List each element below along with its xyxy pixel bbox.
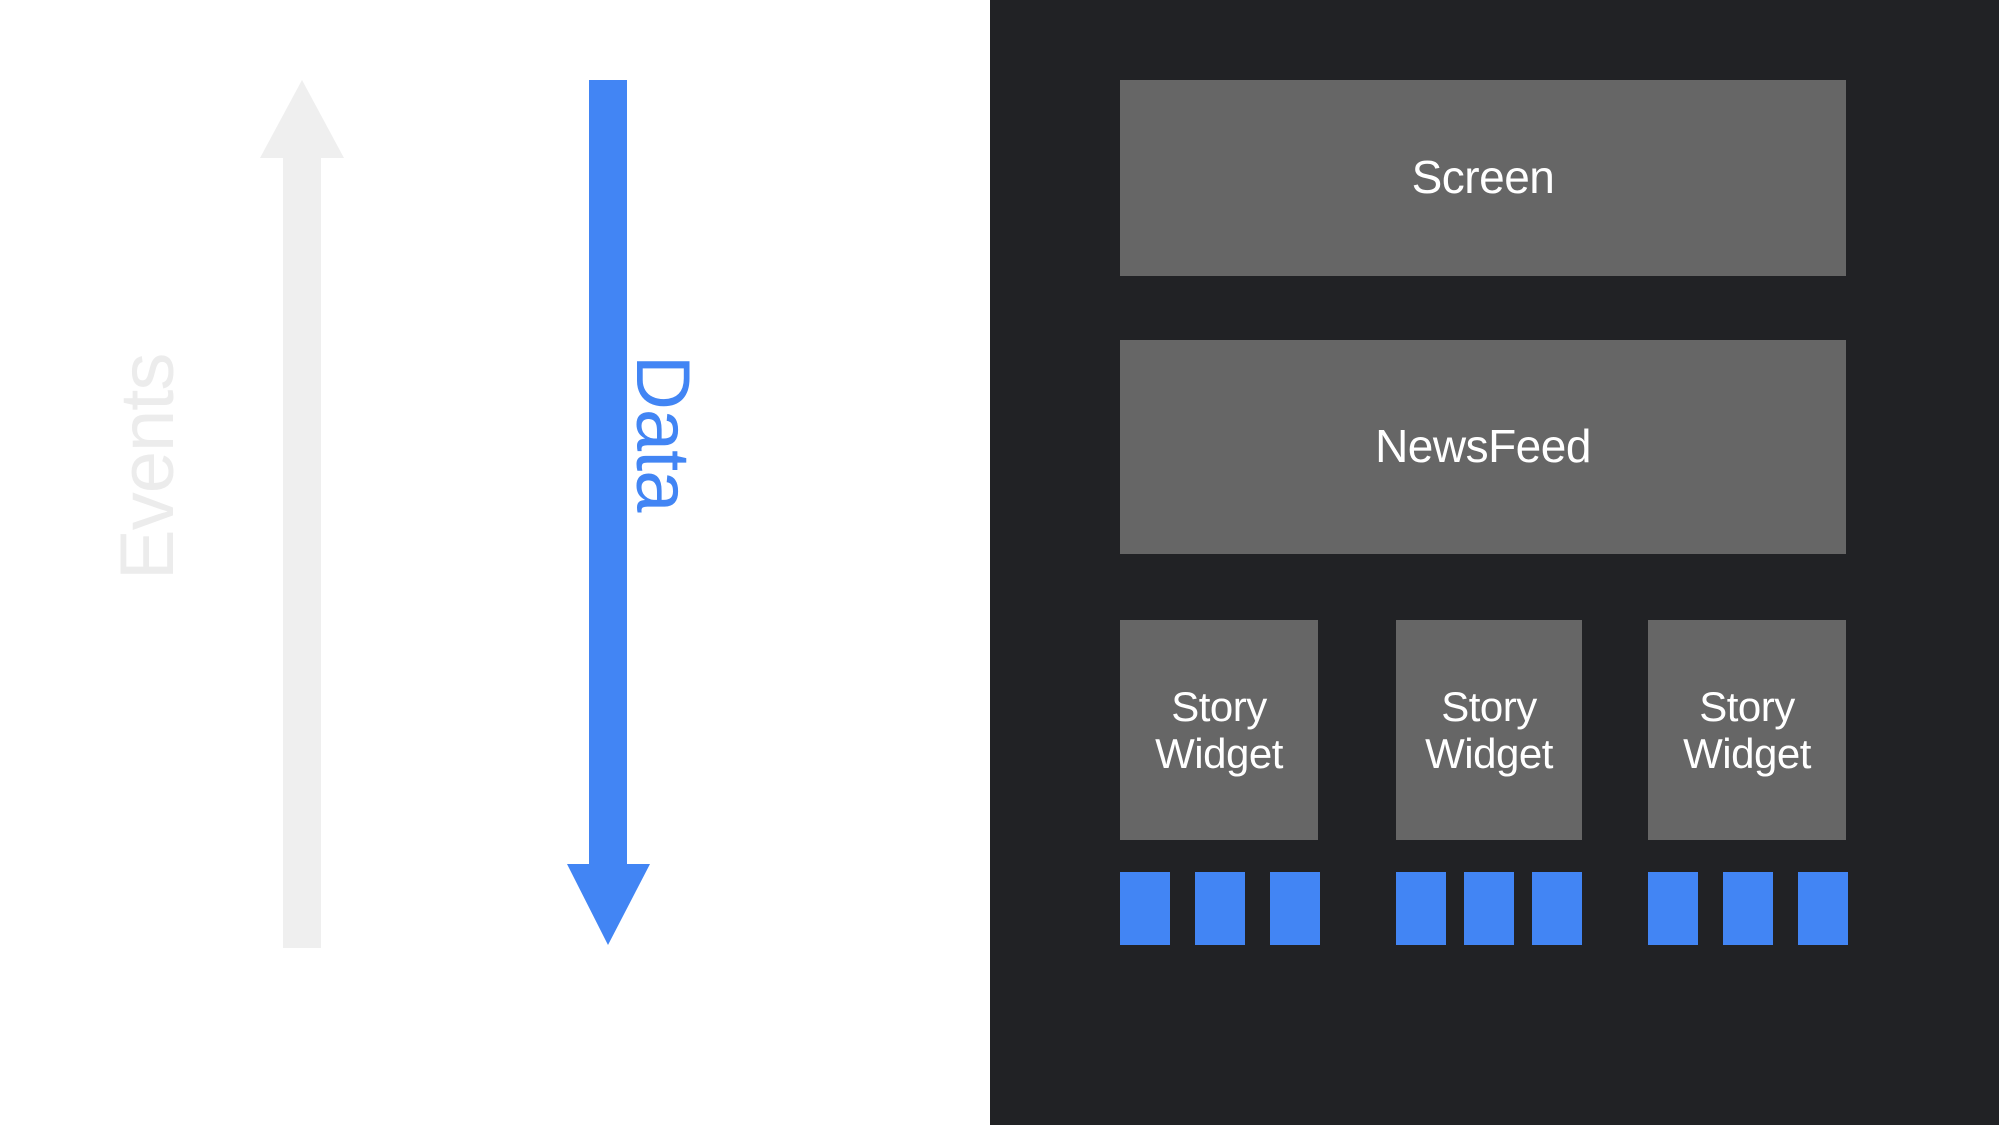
flow-legend-panel: Events Data (0, 0, 990, 1125)
leaf-group-2 (1648, 872, 1848, 945)
leaf-node[interactable] (1723, 872, 1773, 945)
story-label-line2: Widget (1155, 730, 1283, 777)
leaf-node[interactable] (1195, 872, 1245, 945)
arrow-down-icon (567, 80, 650, 945)
leaf-group-0 (1120, 872, 1320, 945)
leaf-node[interactable] (1532, 872, 1582, 945)
node-story-widget-2-label: Story Widget (1683, 683, 1811, 777)
node-newsfeed[interactable]: NewsFeed (1120, 340, 1846, 554)
leaf-node[interactable] (1798, 872, 1848, 945)
node-story-widget-0-label: Story Widget (1155, 683, 1283, 777)
story-label-line1: Story (1699, 682, 1795, 730)
arrow-up-icon (260, 80, 344, 948)
node-screen[interactable]: Screen (1120, 80, 1846, 276)
leaf-node[interactable] (1120, 872, 1170, 945)
node-newsfeed-label: NewsFeed (1375, 420, 1591, 473)
story-label-line2: Widget (1683, 730, 1811, 777)
leaf-node[interactable] (1396, 872, 1446, 945)
leaf-node[interactable] (1270, 872, 1320, 945)
leaf-node[interactable] (1464, 872, 1514, 945)
story-label-line1: Story (1171, 682, 1267, 730)
leaf-group-1 (1396, 872, 1582, 945)
node-story-widget-1-label: Story Widget (1425, 683, 1553, 777)
story-label-line2: Widget (1425, 730, 1553, 777)
node-story-widget-1[interactable]: Story Widget (1396, 620, 1582, 840)
leaf-node[interactable] (1648, 872, 1698, 945)
events-flow-label: Events (105, 353, 190, 580)
node-story-widget-0[interactable]: Story Widget (1120, 620, 1318, 840)
node-screen-label: Screen (1411, 151, 1555, 204)
node-story-widget-2[interactable]: Story Widget (1648, 620, 1846, 840)
widget-tree-panel: Screen NewsFeed Story Widget Story Widge… (990, 0, 1999, 1125)
story-label-line1: Story (1441, 682, 1537, 730)
data-flow-label: Data (620, 355, 705, 512)
